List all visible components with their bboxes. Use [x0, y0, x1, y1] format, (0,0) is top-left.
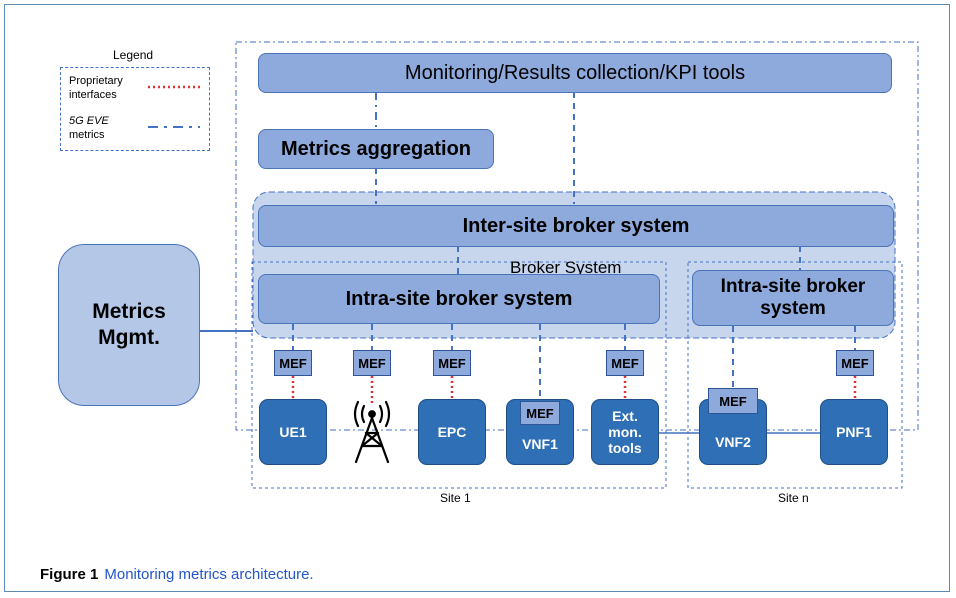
broker-system-label: Broker System [510, 258, 622, 277]
monitoring-box: Monitoring/Results collection/KPI tools [258, 53, 892, 93]
figure-frame [4, 4, 950, 592]
metrics-mgmt-box: Metrics Mgmt. [58, 244, 200, 406]
epc-node: EPC [418, 399, 486, 465]
ext-mon-tools-node: Ext. mon. tools [591, 399, 659, 465]
mef-ue1: MEF [274, 350, 312, 376]
ue1-node: UE1 [259, 399, 327, 465]
legend-title: Legend [113, 48, 154, 62]
siten-label: Site n [778, 491, 809, 505]
siten-boundary [687, 261, 903, 489]
antenna-tower-icon [353, 400, 391, 464]
legend-box: Proprietary interfaces 5G EVE metrics [60, 67, 210, 151]
site1-label: Site 1 [440, 491, 471, 505]
caption-label: Figure 1 [40, 566, 99, 583]
intra-site-broker-box-n: Intra-site broker system [692, 270, 894, 326]
pnf1-node: PNF1 [820, 399, 888, 465]
mef-ext: MEF [606, 350, 644, 376]
mef-epc: MEF [433, 350, 471, 376]
legend-metrics-label: 5G EVE metrics [69, 115, 109, 141]
mef-vnf2: MEF [708, 388, 758, 414]
intra-site-broker-box-1: Intra-site broker system [258, 274, 660, 324]
metrics-aggregation-box: Metrics aggregation [258, 129, 494, 169]
legend-proprietary-label: Proprietary interfaces [69, 75, 123, 101]
platform-boundary [235, 41, 919, 431]
mef-vnf1: MEF [520, 401, 560, 425]
caption-text: Monitoring metrics architecture. [104, 566, 314, 583]
mef-antenna: MEF [353, 350, 391, 376]
figure-caption: Figure 1 Monitoring metrics architecture. [40, 566, 314, 583]
mef-pnf1: MEF [836, 350, 874, 376]
inter-site-broker-box: Inter-site broker system [258, 205, 894, 247]
